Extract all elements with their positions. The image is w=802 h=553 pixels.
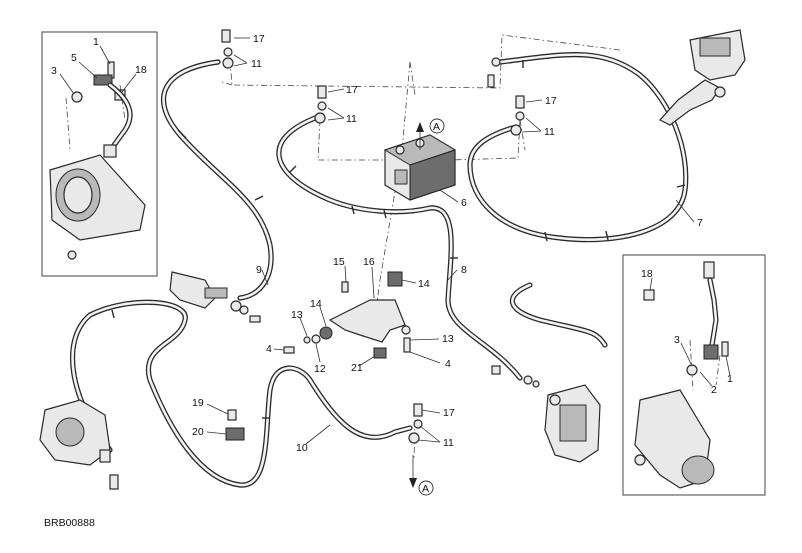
callout-11a: 11 xyxy=(251,58,262,70)
callout-10: 10 xyxy=(296,442,308,454)
callout-18a: 18 xyxy=(135,64,147,76)
connector-label-a-bottom: A xyxy=(422,483,429,495)
callout-13b: 13 xyxy=(442,333,454,345)
callout-17d: 17 xyxy=(443,407,455,419)
front-caliper xyxy=(544,384,601,463)
callout-4b: 4 xyxy=(445,358,451,370)
callout-17a: 17 xyxy=(253,33,265,45)
callout-7: 7 xyxy=(697,217,703,229)
callout-2: 2 xyxy=(711,384,717,396)
callout-14a: 14 xyxy=(418,278,430,290)
callout-21: 21 xyxy=(351,362,363,374)
hose-front-sensor-cable xyxy=(509,282,608,348)
callout-numbers: 1 5 3 18 17 11 17 11 17 11 6 7 9 8 15 16… xyxy=(51,33,733,454)
rear-master-cylinder xyxy=(169,271,261,323)
callout-leaders xyxy=(59,37,731,445)
callout-8: 8 xyxy=(461,264,467,276)
abs-bracket xyxy=(283,271,411,359)
callout-14b: 14 xyxy=(310,298,322,310)
callout-17c: 17 xyxy=(545,95,557,107)
hose-bands xyxy=(111,60,686,419)
callout-15: 15 xyxy=(333,256,345,268)
callout-1b: 1 xyxy=(727,373,733,385)
callout-17b: 17 xyxy=(346,84,358,96)
front-sensor-assembly xyxy=(634,261,729,489)
diagram-reference-code: BRB00888 xyxy=(44,517,95,529)
callout-9: 9 xyxy=(256,264,262,276)
connection-arrow-down xyxy=(409,455,434,496)
callout-18b: 18 xyxy=(641,268,653,280)
connector-label-a-top: A xyxy=(433,121,440,133)
callout-3a: 3 xyxy=(51,65,57,77)
callout-12: 12 xyxy=(314,363,326,375)
callout-11b: 11 xyxy=(346,113,357,125)
callout-6: 6 xyxy=(461,197,467,209)
rear-caliper xyxy=(39,399,119,490)
small-parts xyxy=(225,409,245,441)
callout-3b: 3 xyxy=(674,334,680,346)
hose-9 xyxy=(161,59,274,301)
connection-arrow-up xyxy=(416,118,445,150)
callout-1a: 1 xyxy=(93,36,99,48)
callout-11d: 11 xyxy=(443,437,454,449)
callout-20: 20 xyxy=(192,426,204,438)
rear-sensor-assembly xyxy=(49,61,146,260)
hose-7 xyxy=(467,52,689,243)
callout-5: 5 xyxy=(71,52,77,64)
inset-frame-front-sensor xyxy=(622,254,766,496)
inset-frame-rear-sensor xyxy=(41,31,158,277)
callout-16: 16 xyxy=(363,256,375,268)
callout-11c: 11 xyxy=(544,126,555,138)
banjo-fittings xyxy=(221,29,540,444)
front-master-cylinder xyxy=(659,29,746,126)
hose-10 xyxy=(69,299,413,488)
callout-19: 19 xyxy=(192,397,204,409)
hose-8 xyxy=(276,115,523,381)
callout-4a: 4 xyxy=(266,343,272,355)
callout-13a: 13 xyxy=(291,309,303,321)
